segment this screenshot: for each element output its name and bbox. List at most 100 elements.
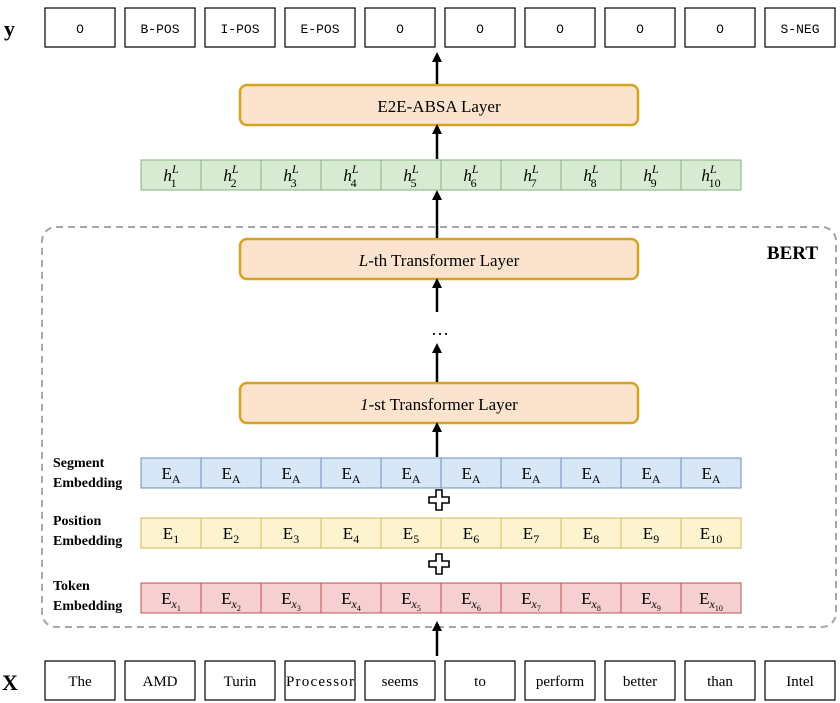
input-word-box: than bbox=[684, 660, 756, 701]
output-label-text: E-POS bbox=[300, 22, 339, 37]
input-box-rect bbox=[44, 660, 116, 701]
output-box-rect bbox=[444, 7, 516, 48]
input-box-rect bbox=[764, 660, 836, 701]
position-label-line2: Embedding bbox=[53, 534, 122, 549]
token-embedding-cell-text: Ex10 bbox=[699, 589, 723, 613]
token-embedding-cell-rect bbox=[260, 582, 322, 614]
position-embedding-cell-rect bbox=[440, 517, 502, 549]
token-embedding-cell-text: Ex4 bbox=[341, 589, 361, 613]
token-embedding-cell: Ex2 bbox=[200, 582, 262, 614]
segment-embedding-cell-text: EA bbox=[401, 464, 420, 486]
segment-embedding-cell: EA bbox=[140, 457, 202, 489]
input-word-text: The bbox=[68, 674, 92, 690]
hidden-state-cell-rect bbox=[620, 159, 682, 191]
position-embedding-cell-text: E6 bbox=[463, 524, 479, 546]
input-word-text: Intel bbox=[786, 674, 814, 690]
output-label-text: O bbox=[716, 22, 724, 37]
segment-embedding-cell-rect bbox=[320, 457, 382, 489]
position-embedding-cell-rect bbox=[200, 517, 262, 549]
position-embedding-cell-rect bbox=[380, 517, 442, 549]
first-italic: 1 bbox=[360, 395, 369, 414]
token-embedding-cell-rect bbox=[440, 582, 502, 614]
token-embedding-cell-rect bbox=[620, 582, 682, 614]
segment-embedding-cell-text: EA bbox=[281, 464, 300, 486]
output-label-box: E-POS bbox=[284, 7, 356, 48]
output-label-text: O bbox=[636, 22, 644, 37]
output-label-box: O bbox=[684, 7, 756, 48]
input-word-box: seems bbox=[364, 660, 436, 701]
token-embedding-cell-text: Ex7 bbox=[521, 589, 541, 613]
input-word-box: Turin bbox=[204, 660, 276, 701]
segment-embedding-cell-rect bbox=[380, 457, 442, 489]
position-embedding-cell-text: E3 bbox=[283, 524, 299, 546]
position-embedding-cell: E5 bbox=[380, 517, 442, 549]
hidden-state-cell-rect bbox=[320, 159, 382, 191]
segment-embedding-cell: EA bbox=[320, 457, 382, 489]
token-embedding-cell-rect bbox=[140, 582, 202, 614]
y-label: y bbox=[4, 16, 15, 41]
output-box-rect bbox=[684, 7, 756, 48]
token-embedding-cell-text: Ex1 bbox=[161, 589, 181, 613]
token-label-line2: Embedding bbox=[53, 599, 122, 614]
position-embedding-cell-rect bbox=[680, 517, 742, 549]
plus-icon-segment-position bbox=[428, 489, 450, 511]
position-embedding-cell: E9 bbox=[620, 517, 682, 549]
input-word-text: better bbox=[623, 674, 657, 690]
token-embedding-cell-text: Ex3 bbox=[281, 589, 301, 613]
output-label-text: S-NEG bbox=[780, 22, 819, 37]
input-word-box: better bbox=[604, 660, 676, 701]
output-box-rect bbox=[764, 7, 836, 48]
token-embedding-cell: Ex8 bbox=[560, 582, 622, 614]
segment-embedding-cell-text: EA bbox=[701, 464, 720, 486]
position-embedding-cell-rect bbox=[260, 517, 322, 549]
position-embedding-cell-text: E1 bbox=[163, 524, 179, 546]
token-embedding-cell: Ex3 bbox=[260, 582, 322, 614]
position-embedding-label: Position Embedding bbox=[53, 514, 122, 549]
x-label: X bbox=[2, 670, 18, 695]
input-box-rect bbox=[604, 660, 676, 701]
first-transformer-layer-label: 1-st Transformer Layer bbox=[360, 395, 518, 414]
segment-embedding-cell-text: EA bbox=[221, 464, 240, 486]
token-embedding-cell: Ex9 bbox=[620, 582, 682, 614]
input-word-box: Intel bbox=[764, 660, 836, 701]
segment-embedding-cell-text: EA bbox=[161, 464, 180, 486]
token-embedding-cell: Ex10 bbox=[680, 582, 742, 614]
segment-embedding-cell: EA bbox=[260, 457, 322, 489]
position-embedding-cell: E2 bbox=[200, 517, 262, 549]
token-embedding-cell-rect bbox=[680, 582, 742, 614]
hidden-state-cell-rect bbox=[260, 159, 322, 191]
position-embedding-cell: E3 bbox=[260, 517, 322, 549]
token-embedding-cell-rect bbox=[500, 582, 562, 614]
position-embedding-cell: E8 bbox=[560, 517, 622, 549]
input-box-rect bbox=[684, 660, 756, 701]
token-embedding-cell-text: Ex9 bbox=[641, 589, 661, 613]
segment-embedding-cell: EA bbox=[620, 457, 682, 489]
token-embedding-cell-rect bbox=[200, 582, 262, 614]
segment-embedding-cell-text: EA bbox=[461, 464, 480, 486]
segment-embedding-cell-rect bbox=[440, 457, 502, 489]
lth-transformer-layer: L-th Transformer Layer bbox=[238, 237, 640, 281]
segment-embedding-cell: EA bbox=[500, 457, 562, 489]
token-embedding-cell: Ex6 bbox=[440, 582, 502, 614]
output-label-text: O bbox=[396, 22, 404, 37]
input-word-text: perform bbox=[536, 674, 585, 690]
input-word-text: AMD bbox=[142, 674, 177, 690]
input-box-rect bbox=[524, 660, 596, 701]
input-word-box: to bbox=[444, 660, 516, 701]
segment-embedding-cell-rect bbox=[140, 457, 202, 489]
input-word-text: seems bbox=[382, 674, 419, 690]
token-embedding-cell-rect bbox=[320, 582, 382, 614]
output-label-box: O bbox=[364, 7, 436, 48]
output-label-box: B-POS bbox=[124, 7, 196, 48]
